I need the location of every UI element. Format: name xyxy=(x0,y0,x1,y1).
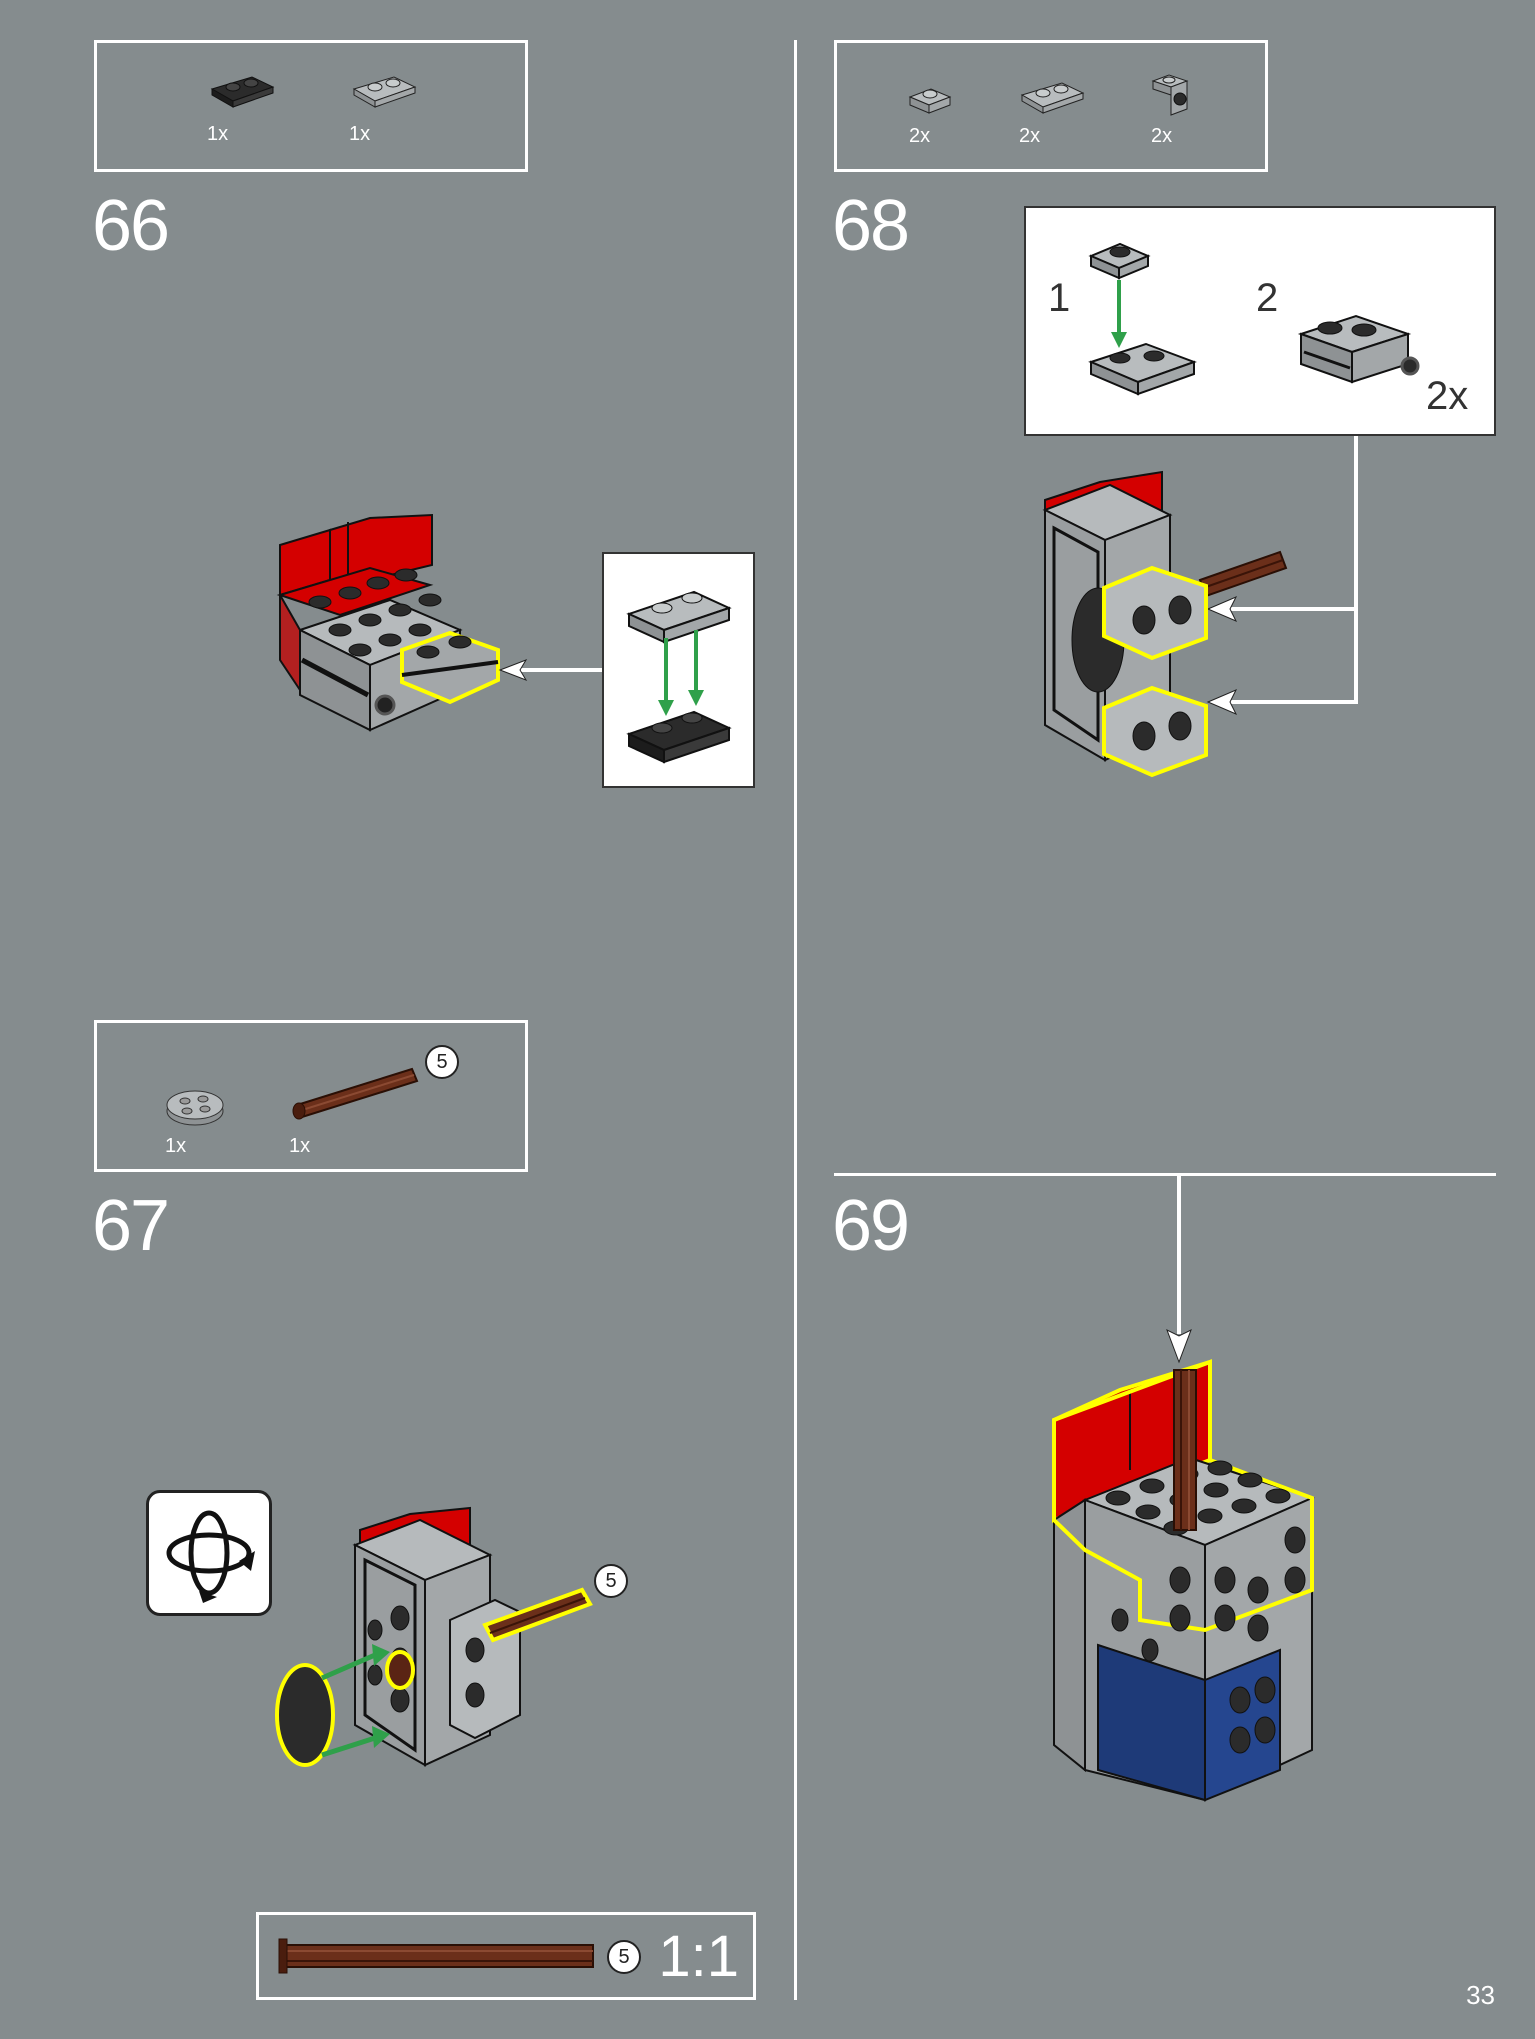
step-68-number: 68 xyxy=(832,186,910,266)
substep-1-illustration xyxy=(1088,242,1197,396)
column-divider xyxy=(794,40,797,2000)
rotate-model-icon xyxy=(146,1490,272,1616)
step-66-part-1-qty: 1x xyxy=(207,123,229,145)
step-68-part-2-qty: 2x xyxy=(1019,125,1041,147)
gray-plate-1x2-icon xyxy=(1020,82,1085,114)
parts-box-step-68: 2x 2x 2x xyxy=(834,40,1268,172)
scale-label: 1:1 xyxy=(658,1924,739,1989)
step-67-number: 67 xyxy=(92,1186,170,1266)
plate-stack-callout-icon xyxy=(626,590,732,764)
parts-box-step-66: 1x 1x xyxy=(94,40,528,172)
axle-1-1-icon xyxy=(278,1938,594,1974)
step-66-part-2-qty: 1x xyxy=(349,123,371,145)
step-68-model-illustration xyxy=(1042,470,1288,778)
step-69-arrow xyxy=(1166,1176,1192,1364)
step-divider xyxy=(834,1173,1496,1176)
bracket-icon xyxy=(1151,74,1189,116)
step-66-arrow xyxy=(498,659,608,681)
step-67-part-1-qty: 1x xyxy=(165,1135,187,1157)
step-69-number: 69 xyxy=(832,1186,910,1266)
step-66-number: 66 xyxy=(92,186,170,266)
scale-box-length-badge: 5 xyxy=(607,1940,641,1974)
step-69-model-illustration xyxy=(1052,1359,1315,1802)
round-plate-icon xyxy=(166,1090,224,1126)
step-67-part-2-qty: 1x xyxy=(289,1135,311,1157)
step-66-callout xyxy=(602,552,755,788)
step-68-substep-box: 1 2 2x xyxy=(1024,206,1496,436)
brown-axle-icon xyxy=(292,1067,419,1120)
gray-plate-1x1-icon xyxy=(908,88,952,114)
substep-2-qty: 2x xyxy=(1426,374,1469,418)
gray-plate-1x2-icon xyxy=(352,76,417,108)
parts-box-step-67: 1x 1x 5 xyxy=(94,1020,528,1172)
substep-1-number: 1 xyxy=(1048,276,1071,320)
step-67-axle-length-badge: 5 xyxy=(425,1045,459,1079)
dark-plate-1x2-icon xyxy=(210,76,275,108)
step-68-part-1-qty: 2x xyxy=(909,125,931,147)
step-68-connector-lines xyxy=(1206,436,1358,715)
step-67-model-illustration xyxy=(275,1506,593,1767)
scale-box-1-1: 5 1:1 xyxy=(256,1912,756,2000)
substep-2-number: 2 xyxy=(1256,276,1279,320)
step-68-part-3-qty: 2x xyxy=(1151,125,1173,147)
step-67-axle-badge: 5 xyxy=(594,1564,628,1598)
step-66-model-illustration xyxy=(276,513,500,732)
substep-2-illustration xyxy=(1297,314,1420,384)
page-number: 33 xyxy=(1466,1980,1495,2010)
